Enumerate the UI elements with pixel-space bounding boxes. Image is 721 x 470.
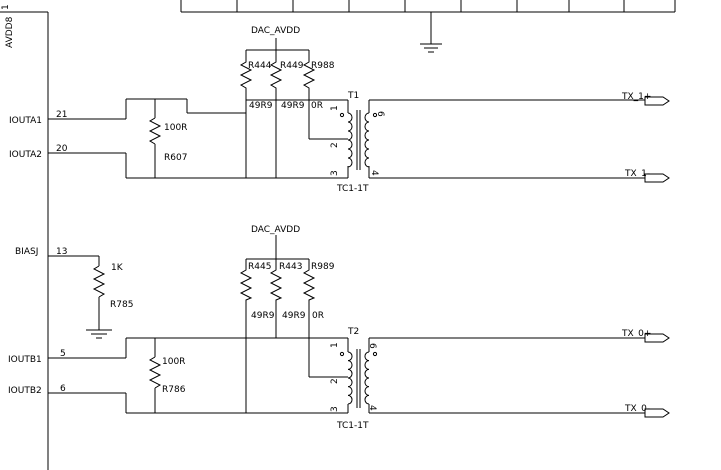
- resistor-ref: R607: [164, 153, 187, 163]
- pin-number: 20: [56, 144, 68, 154]
- resistor-r989: R989 0R: [302, 262, 335, 321]
- transformer-pin-2: 2: [330, 142, 340, 148]
- top-pin-number: 1: [1, 4, 11, 10]
- resistor-r445: R445 49R9: [239, 262, 275, 321]
- resistor-ref: R786: [162, 385, 186, 395]
- section-a-wiring: [125, 38, 645, 179]
- resistor-r988: R988 0R: [302, 58, 335, 111]
- avdd8-pin-label: AVDD8: [5, 16, 15, 48]
- transformer-t1: T1 TC1-1T 1 2 3 6 4: [330, 91, 385, 194]
- pin-ioutb1: IOUTB1 5: [8, 349, 126, 365]
- pin-biasj: BIASJ 13: [15, 247, 99, 257]
- ground-symbol-top: [420, 43, 442, 53]
- pin-name: IOUTA2: [9, 150, 42, 160]
- resistor-value: 49R9: [282, 311, 306, 321]
- resistor-ref: R449: [280, 61, 304, 71]
- resistor-value: 100R: [162, 357, 185, 367]
- pin-name: IOUTB1: [8, 355, 42, 365]
- pin-name: IOUTA1: [9, 116, 42, 126]
- transformer-pin-1: 1: [330, 342, 340, 348]
- resistor-r444: R444 49R9: [239, 58, 273, 111]
- resistor-value: 49R9: [249, 101, 273, 111]
- pin-ioutb2: IOUTB2 6: [8, 384, 126, 396]
- resistor-ref: R785: [110, 300, 133, 310]
- transformer-pin-3: 3: [330, 406, 340, 412]
- svg-text:DAC_AVDD: DAC_AVDD: [251, 26, 300, 36]
- pin-name: BIASJ: [15, 247, 38, 257]
- svg-text:TX_0+: TX_0+: [621, 329, 651, 339]
- supply-label-b: DAC_AVDD: [251, 225, 300, 235]
- resistor-r786: 100R R786: [148, 338, 186, 413]
- transformer-pin-4: 4: [369, 170, 379, 176]
- pin-iouta2: IOUTA2 20: [9, 144, 126, 160]
- resistor-value: 49R9: [251, 311, 275, 321]
- offpage-connector-tx1-neg: TX_1-: [624, 169, 670, 183]
- pin-number: 13: [56, 247, 67, 257]
- resistor-r785: 1K R785: [92, 256, 133, 330]
- resistor-r607: 100R R607: [148, 99, 187, 178]
- transformer-pin-6: 6: [375, 111, 385, 117]
- transformer-t2: T2 TC1-1T 1 2 3 6 4: [330, 327, 378, 431]
- resistor-ref: R444: [248, 61, 272, 71]
- svg-text:TX_1+: TX_1+: [621, 92, 651, 102]
- transformer-ref: T2: [347, 327, 359, 337]
- transformer-part: TC1-1T: [336, 421, 369, 431]
- resistor-r449: R449 49R9: [269, 58, 305, 111]
- section-b-wiring: [125, 235, 645, 414]
- transformer-part: TC1-1T: [336, 184, 369, 194]
- pin-number: 21: [56, 110, 67, 120]
- transformer-pin-2: 2: [330, 378, 340, 384]
- offpage-connector-tx0-pos: TX_0+: [621, 329, 670, 343]
- transformer-pin-3: 3: [330, 170, 340, 176]
- transformer-pin-4: 4: [367, 405, 377, 411]
- resistor-value: 0R: [311, 101, 323, 111]
- resistor-ref: R445: [248, 262, 271, 272]
- chip-outline: AVDD8 1: [0, 4, 49, 470]
- resistor-ref: R988: [311, 61, 335, 71]
- transformer-pin-6: 6: [367, 343, 377, 349]
- pin-number: 5: [60, 349, 66, 359]
- supply-label-a: DAC_AVDD: [251, 26, 300, 36]
- resistor-value: 100R: [164, 123, 187, 133]
- transformer-pin-1: 1: [330, 105, 340, 111]
- ground-symbol-bias: [86, 329, 112, 339]
- resistor-ref: R989: [311, 262, 335, 272]
- pin-name: IOUTB2: [8, 386, 42, 396]
- offpage-connector-tx1-pos: TX_1+: [621, 92, 670, 106]
- pin-number: 6: [60, 384, 66, 394]
- top-connector: [180, 0, 676, 44]
- pin-iouta1: IOUTA1 21: [9, 110, 126, 126]
- svg-text:DAC_AVDD: DAC_AVDD: [251, 225, 300, 235]
- resistor-r443: R443 49R9: [269, 262, 306, 321]
- resistor-value: 1K: [111, 263, 124, 273]
- transformer-ref: T1: [347, 91, 359, 101]
- resistor-ref: R443: [279, 262, 302, 272]
- svg-text:TX_0-: TX_0-: [624, 404, 650, 414]
- resistor-value: 0R: [312, 311, 324, 321]
- offpage-connector-tx0-neg: TX_0-: [624, 404, 670, 418]
- resistor-value: 49R9: [281, 101, 305, 111]
- svg-text:TX_1-: TX_1-: [624, 169, 650, 179]
